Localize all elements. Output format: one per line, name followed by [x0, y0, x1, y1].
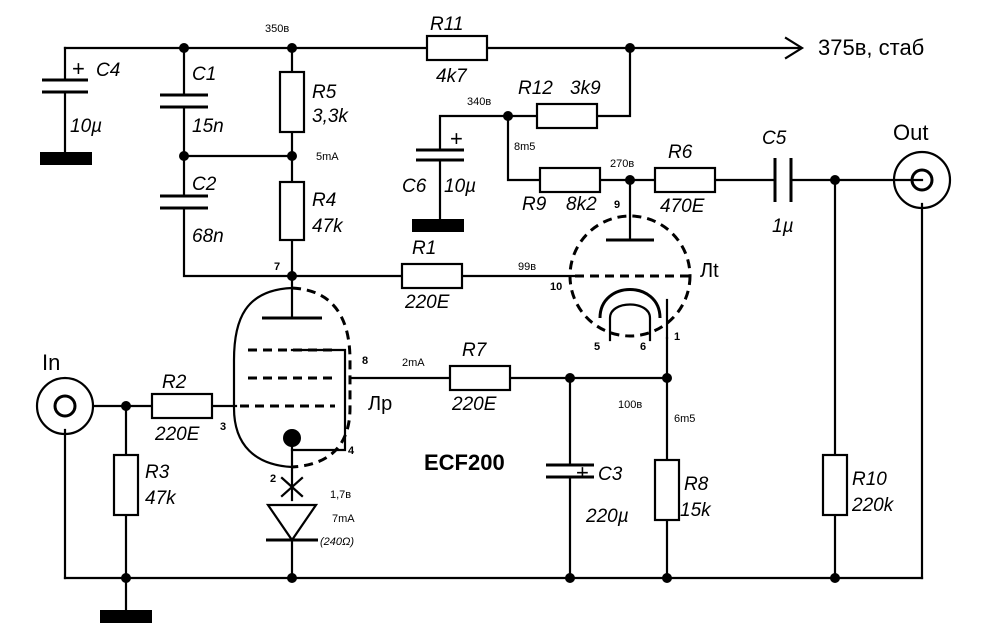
resistor-r7 — [448, 364, 512, 392]
wires — [63, 36, 924, 614]
c2-ref: C2 — [192, 174, 217, 195]
pin-2: 2 — [270, 473, 276, 485]
pin-7: 7 — [274, 261, 280, 273]
r2-value: 220E — [154, 424, 200, 445]
r6-value: 470E — [660, 196, 705, 217]
capacitor-c2 — [160, 194, 208, 210]
resistor-r3 — [112, 453, 140, 517]
r5-ref: R5 — [312, 82, 337, 103]
r8-value: 15k — [680, 500, 712, 521]
current-5ma: 5mA — [316, 151, 339, 163]
c4-plus: + — [72, 56, 85, 81]
output-jack — [892, 150, 952, 210]
voltage-100: 100в — [618, 399, 642, 411]
r7-value: 220E — [451, 394, 497, 415]
current-7ma: 7mA — [332, 513, 355, 525]
r3-ref: R3 — [145, 462, 170, 483]
voltage-1-7: 1,7в — [330, 489, 351, 501]
pin-9: 9 — [614, 199, 620, 211]
r12-value: 3k9 — [570, 78, 601, 99]
output-label: Out — [893, 120, 928, 145]
supply-output-label: 375в, стаб — [818, 35, 924, 60]
r1-ref: R1 — [412, 238, 436, 259]
resistor-r6 — [653, 166, 717, 194]
resistor-r8 — [653, 458, 681, 522]
voltage-99: 99в — [518, 261, 536, 273]
resistor-r10 — [821, 453, 849, 517]
diode-resistance: (240Ω) — [320, 536, 354, 548]
pin-6: 6 — [640, 341, 646, 353]
r4-value: 47k — [312, 216, 344, 237]
diode — [265, 503, 319, 542]
resistor-r2 — [150, 392, 214, 420]
resistor-r9 — [538, 166, 602, 194]
c3-plus: + — [576, 460, 589, 485]
resistor-r1 — [400, 262, 464, 290]
resistor-r5 — [278, 70, 306, 134]
ground-symbol — [40, 152, 92, 165]
resistor-r4 — [278, 180, 306, 242]
ground-symbol — [100, 610, 152, 623]
pin-5: 5 — [594, 341, 600, 353]
current-6m5: 6m5 — [674, 413, 695, 425]
input-jack — [35, 376, 95, 436]
resistor-r11 — [425, 34, 489, 62]
r9-ref: R9 — [522, 194, 547, 215]
ground-symbol — [412, 219, 464, 232]
c1-ref: C1 — [192, 64, 216, 85]
r10-value: 220k — [851, 495, 895, 516]
pin-3: 3 — [220, 421, 226, 433]
c6-plus: + — [450, 126, 463, 151]
r1-value: 220E — [404, 292, 450, 313]
c2-value: 68n — [192, 226, 224, 247]
triode-tube — [568, 214, 692, 342]
c4-ref: C4 — [96, 60, 120, 81]
c3-ref: C3 — [598, 464, 623, 485]
c6-ref: C6 — [402, 176, 427, 197]
r7-ref: R7 — [462, 340, 488, 361]
input-label: In — [42, 350, 60, 375]
r6-ref: R6 — [668, 142, 693, 163]
pin-4: 4 — [348, 445, 355, 457]
current-8m5: 8m5 — [514, 141, 535, 153]
r5-value: 3,3k — [312, 106, 349, 127]
r11-ref: R11 — [430, 14, 463, 35]
voltage-350: 350в — [265, 23, 289, 35]
triode-label: Лt — [700, 260, 719, 282]
capacitor-c6 — [416, 148, 464, 162]
capacitor-c3 — [546, 463, 594, 479]
cathode-link-mark — [280, 476, 304, 498]
pentode-tube — [232, 286, 352, 469]
c4-value: 10µ — [70, 116, 102, 137]
r11-value: 4k7 — [436, 66, 468, 87]
voltage-270: 270в — [610, 158, 634, 170]
c6-value: 10µ — [444, 176, 476, 197]
r2-ref: R2 — [162, 372, 187, 393]
c5-ref: C5 — [762, 128, 787, 149]
capacitor-c1 — [160, 93, 208, 109]
resistor-r12 — [535, 102, 599, 130]
pentode-label: Лр — [368, 393, 392, 415]
r9-value: 8k2 — [566, 194, 597, 215]
capacitor-c4 — [42, 78, 88, 94]
voltage-340: 340в — [467, 96, 491, 108]
r4-ref: R4 — [312, 190, 336, 211]
pin-10: 10 — [550, 281, 562, 293]
c3-value: 220µ — [585, 506, 629, 527]
pin-8: 8 — [362, 355, 368, 367]
current-2ma: 2mA — [402, 357, 425, 369]
junction-dots — [121, 43, 840, 583]
c1-value: 15n — [192, 116, 224, 137]
r10-ref: R10 — [852, 469, 887, 490]
tube-model: ECF200 — [424, 450, 505, 475]
capacitor-c5 — [773, 158, 793, 202]
r12-ref: R12 — [518, 78, 553, 99]
r8-ref: R8 — [684, 474, 709, 495]
r3-value: 47k — [145, 488, 177, 509]
c5-value: 1µ — [772, 216, 794, 237]
pin-1: 1 — [674, 331, 680, 343]
